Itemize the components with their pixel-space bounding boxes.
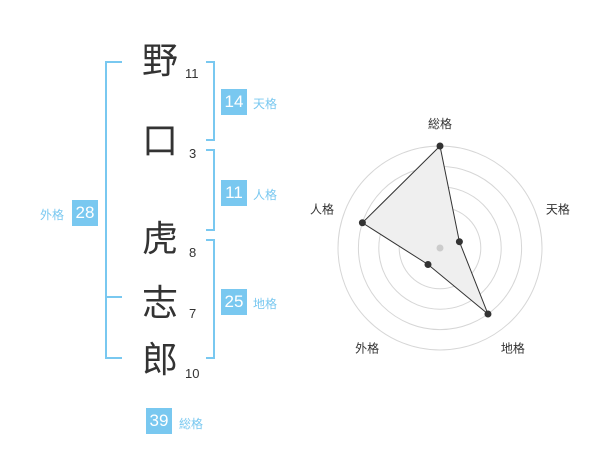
radar-point-2 xyxy=(455,238,463,246)
stroke-count-3: 8 xyxy=(189,245,197,260)
gaikaku-bracket xyxy=(105,61,122,359)
radar-center xyxy=(436,244,444,252)
jinkaku-label: 人格 xyxy=(253,188,278,202)
chikaku-bracket xyxy=(206,239,215,359)
radar-axis-label-2: 天格 xyxy=(546,202,570,217)
name-char-3: 虎 xyxy=(141,219,178,260)
radar-axis-label-3: 地格 xyxy=(501,340,525,355)
stroke-count-5: 10 xyxy=(185,366,200,381)
stroke-count-1: 11 xyxy=(185,66,199,81)
name-char-1: 野 xyxy=(141,41,178,82)
radar-axis-label-4: 外格 xyxy=(355,340,379,355)
tenkaku-value: 14 xyxy=(221,89,247,115)
stroke-count-4: 7 xyxy=(189,306,197,321)
radar-point-5 xyxy=(358,219,366,227)
soukaku-label: 総格 xyxy=(179,417,204,431)
name-char-5: 郎 xyxy=(141,340,178,381)
tenkaku-label: 天格 xyxy=(253,97,278,111)
chikaku-value: 25 xyxy=(221,289,247,315)
name-char-2: 口 xyxy=(141,121,178,162)
radar-point-3 xyxy=(484,310,492,318)
chikaku-label: 地格 xyxy=(253,297,278,311)
radar-point-4 xyxy=(424,261,432,269)
radar-point-1 xyxy=(436,142,444,150)
jinkaku-value: 11 xyxy=(221,180,247,206)
radar-area xyxy=(361,144,489,315)
gaikaku-value: 28 xyxy=(72,200,98,226)
tenkaku-bracket xyxy=(206,61,215,141)
stroke-count-2: 3 xyxy=(189,146,197,161)
jinkaku-bracket xyxy=(206,149,215,231)
soukaku-value: 39 xyxy=(146,408,172,434)
radar-axis-label-5: 人格 xyxy=(310,202,334,217)
radar-axis-label-1: 総格 xyxy=(428,116,452,131)
name-char-4: 志 xyxy=(141,283,178,324)
gaikaku-label: 外格 xyxy=(40,208,65,222)
